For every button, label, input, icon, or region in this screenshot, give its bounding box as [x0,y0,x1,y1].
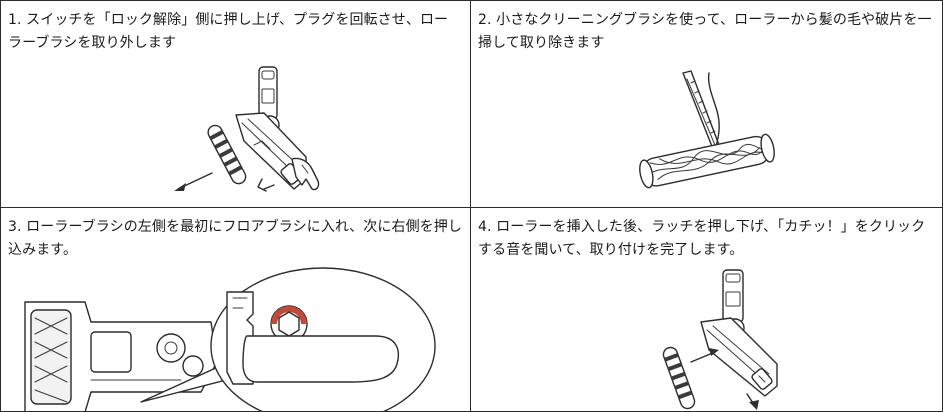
roller-end-cutout [242,335,400,383]
step-4-description: ローラーを挿入した後、ラッチを押し下げ、「カチッ！」をクリックする音を聞いて、取… [478,219,926,258]
step-3-description: ローラーブラシの左側を最初にフロアブラシに入れ、次に右側を押し込みます。 [8,219,462,258]
step-2-panel: 2. 小さなクリーニングブラシを使って、ローラーから髪の毛や破片を一掃して取り除… [470,0,943,208]
step-1-panel: 1. スイッチを「ロック解除」側に押し上げ、プラグを回転させ、ローラーブラシを取… [0,0,471,208]
hand [291,157,320,191]
detail-contents [226,291,400,385]
step-1-drawing [174,66,320,192]
clean-roller-with-brush-illustration [621,67,791,193]
step-1-text: 1. スイッチを「ロック解除」側に押し上げ、プラグを回転させ、ローラーブラシを取… [8,9,462,55]
step-3-number: 3. [8,219,22,235]
cleaning-brush-bristles [707,72,720,150]
step-4-number: 4. [478,219,492,235]
step-3-text: 3. ローラーブラシの左側を最初にフロアブラシに入れ、次に右側を押し込みます。 [8,216,462,262]
removed-roller [207,124,247,185]
hairy-roller [639,133,775,189]
press-latch-down-illustration [661,266,811,411]
roller-to-insert [662,346,696,410]
insert-roller-left-first-illustration [21,262,441,411]
step-3-drawing [24,267,436,411]
step-2-description: 小さなクリーニングブラシを使って、ローラーから髪の毛や破片を一掃して取り除きます [478,12,932,51]
step-4-panel: 4. ローラーを挿入した後、ラッチを押し下げ、「カチッ！」をクリックする音を聞い… [470,207,943,412]
step-2-drawing [639,70,775,189]
step-1-description: スイッチを「ロック解除」側に押し上げ、プラグを回転させ、ローラーブラシを取り外し… [8,12,449,51]
step-1-number: 1. [8,12,22,28]
step-4-text: 4. ローラーを挿入した後、ラッチを押し下げ、「カチッ！」をクリックする音を聞い… [478,216,934,262]
step-2-number: 2. [478,12,492,28]
step-2-text: 2. 小さなクリーニングブラシを使って、ローラーから髪の毛や破片を一掃して取り除… [478,9,934,55]
remove-roller-brush-illustration [166,61,356,205]
floor-brush-bottom-view [24,301,218,411]
step-4-drawing [662,269,778,410]
step-3-panel: 3. ローラーブラシの左側を最初にフロアブラシに入れ、次に右側を押し込みます。 [0,207,471,412]
